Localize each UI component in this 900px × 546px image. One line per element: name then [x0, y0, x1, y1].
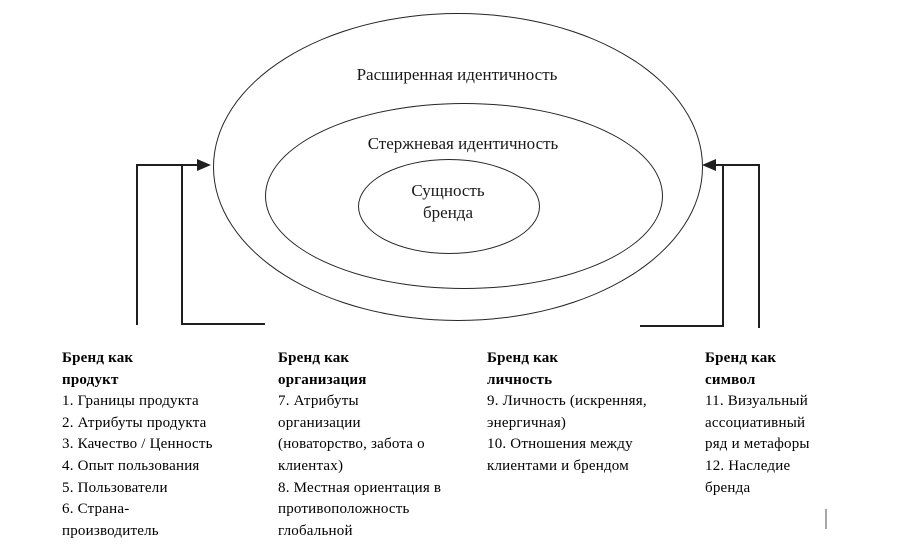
column-brand-as-personality: Бренд как личность 9. Личность (искрення… — [487, 348, 692, 478]
list-item-line: бренда — [705, 479, 751, 496]
left-bracket-top-line — [136, 164, 198, 166]
list-item-line: ассоциативный — [705, 414, 806, 431]
list-item-line: 3. Качество / Ценность — [62, 436, 213, 453]
list-item-line: (новаторство, забота о — [278, 436, 425, 453]
list-item-line: 2. Атрибуты продукта — [62, 414, 207, 431]
outer-ellipse-label: Расширенная идентичность — [356, 65, 558, 84]
list-item-line: противоположность — [278, 501, 410, 518]
column-brand-as-symbol: Бренд как символ 11. Визуальный ассоциат… — [705, 348, 885, 499]
column-brand-as-organization: Бренд как организация 7. Атрибуты органи… — [278, 348, 478, 542]
left-bracket-outer-vertical — [136, 164, 138, 325]
inner-ellipse-label-line1: Сущность — [411, 181, 485, 200]
inner-ellipse-label-line2: бренда — [423, 203, 473, 222]
right-bracket-bottom-line — [640, 325, 724, 327]
column-header-line: организация — [278, 371, 367, 388]
list-item-line: производитель — [62, 522, 159, 539]
list-item-line: 7. Атрибуты — [278, 393, 359, 410]
column-header-line: Бренд как — [487, 350, 559, 366]
column-header-line: продукт — [62, 371, 119, 388]
middle-ellipse-label: Стержневая идентичность — [367, 134, 559, 153]
left-arrowhead-icon — [197, 159, 211, 171]
middle-ellipse — [265, 103, 663, 289]
list-item-line: 10. Отношения между — [487, 436, 633, 453]
list-item-line: 5. Пользователи — [62, 479, 168, 496]
list-item-line: клиентами и брендом — [487, 457, 629, 474]
list-item-line: клиентах) — [278, 457, 344, 474]
right-bracket-top-line — [716, 164, 760, 166]
left-bracket-bottom-line — [181, 323, 265, 325]
list-item-line: ряд и метафоры — [705, 436, 810, 453]
column-header-line: Бренд как — [705, 350, 777, 366]
list-item-line: 12. Наследие — [705, 457, 791, 474]
list-item-line: 9. Личность (искренняя, — [487, 393, 647, 410]
left-bracket-inner-vertical — [181, 164, 183, 325]
right-bracket-outer-vertical — [758, 164, 760, 328]
right-bracket-inner-vertical — [722, 164, 724, 327]
right-arrowhead-icon — [702, 159, 716, 171]
column-header-line: личность — [487, 371, 553, 388]
list-item-line: энергичная) — [487, 414, 567, 431]
inner-ellipse — [358, 159, 540, 254]
list-item-line: 11. Визуальный — [705, 393, 808, 410]
inner-ellipse-label: Сущность бренда — [358, 180, 538, 224]
list-item-line: 1. Границы продукта — [62, 393, 199, 410]
list-item-line: 4. Опыт пользования — [62, 457, 200, 474]
list-item-line: 6. Страна- — [62, 501, 130, 518]
column-header-line: Бренд как — [62, 350, 134, 366]
column-brand-as-product: Бренд как продукт 1. Границы продукта 2.… — [62, 348, 267, 542]
column-header-line: Бренд как — [278, 350, 350, 366]
list-item-line: глобальной — [278, 522, 353, 539]
gray-tick-mark — [825, 509, 827, 529]
list-item-line: 8. Местная ориентация в — [278, 479, 442, 496]
list-item-line: организации — [278, 414, 361, 431]
column-header-line: символ — [705, 371, 756, 388]
